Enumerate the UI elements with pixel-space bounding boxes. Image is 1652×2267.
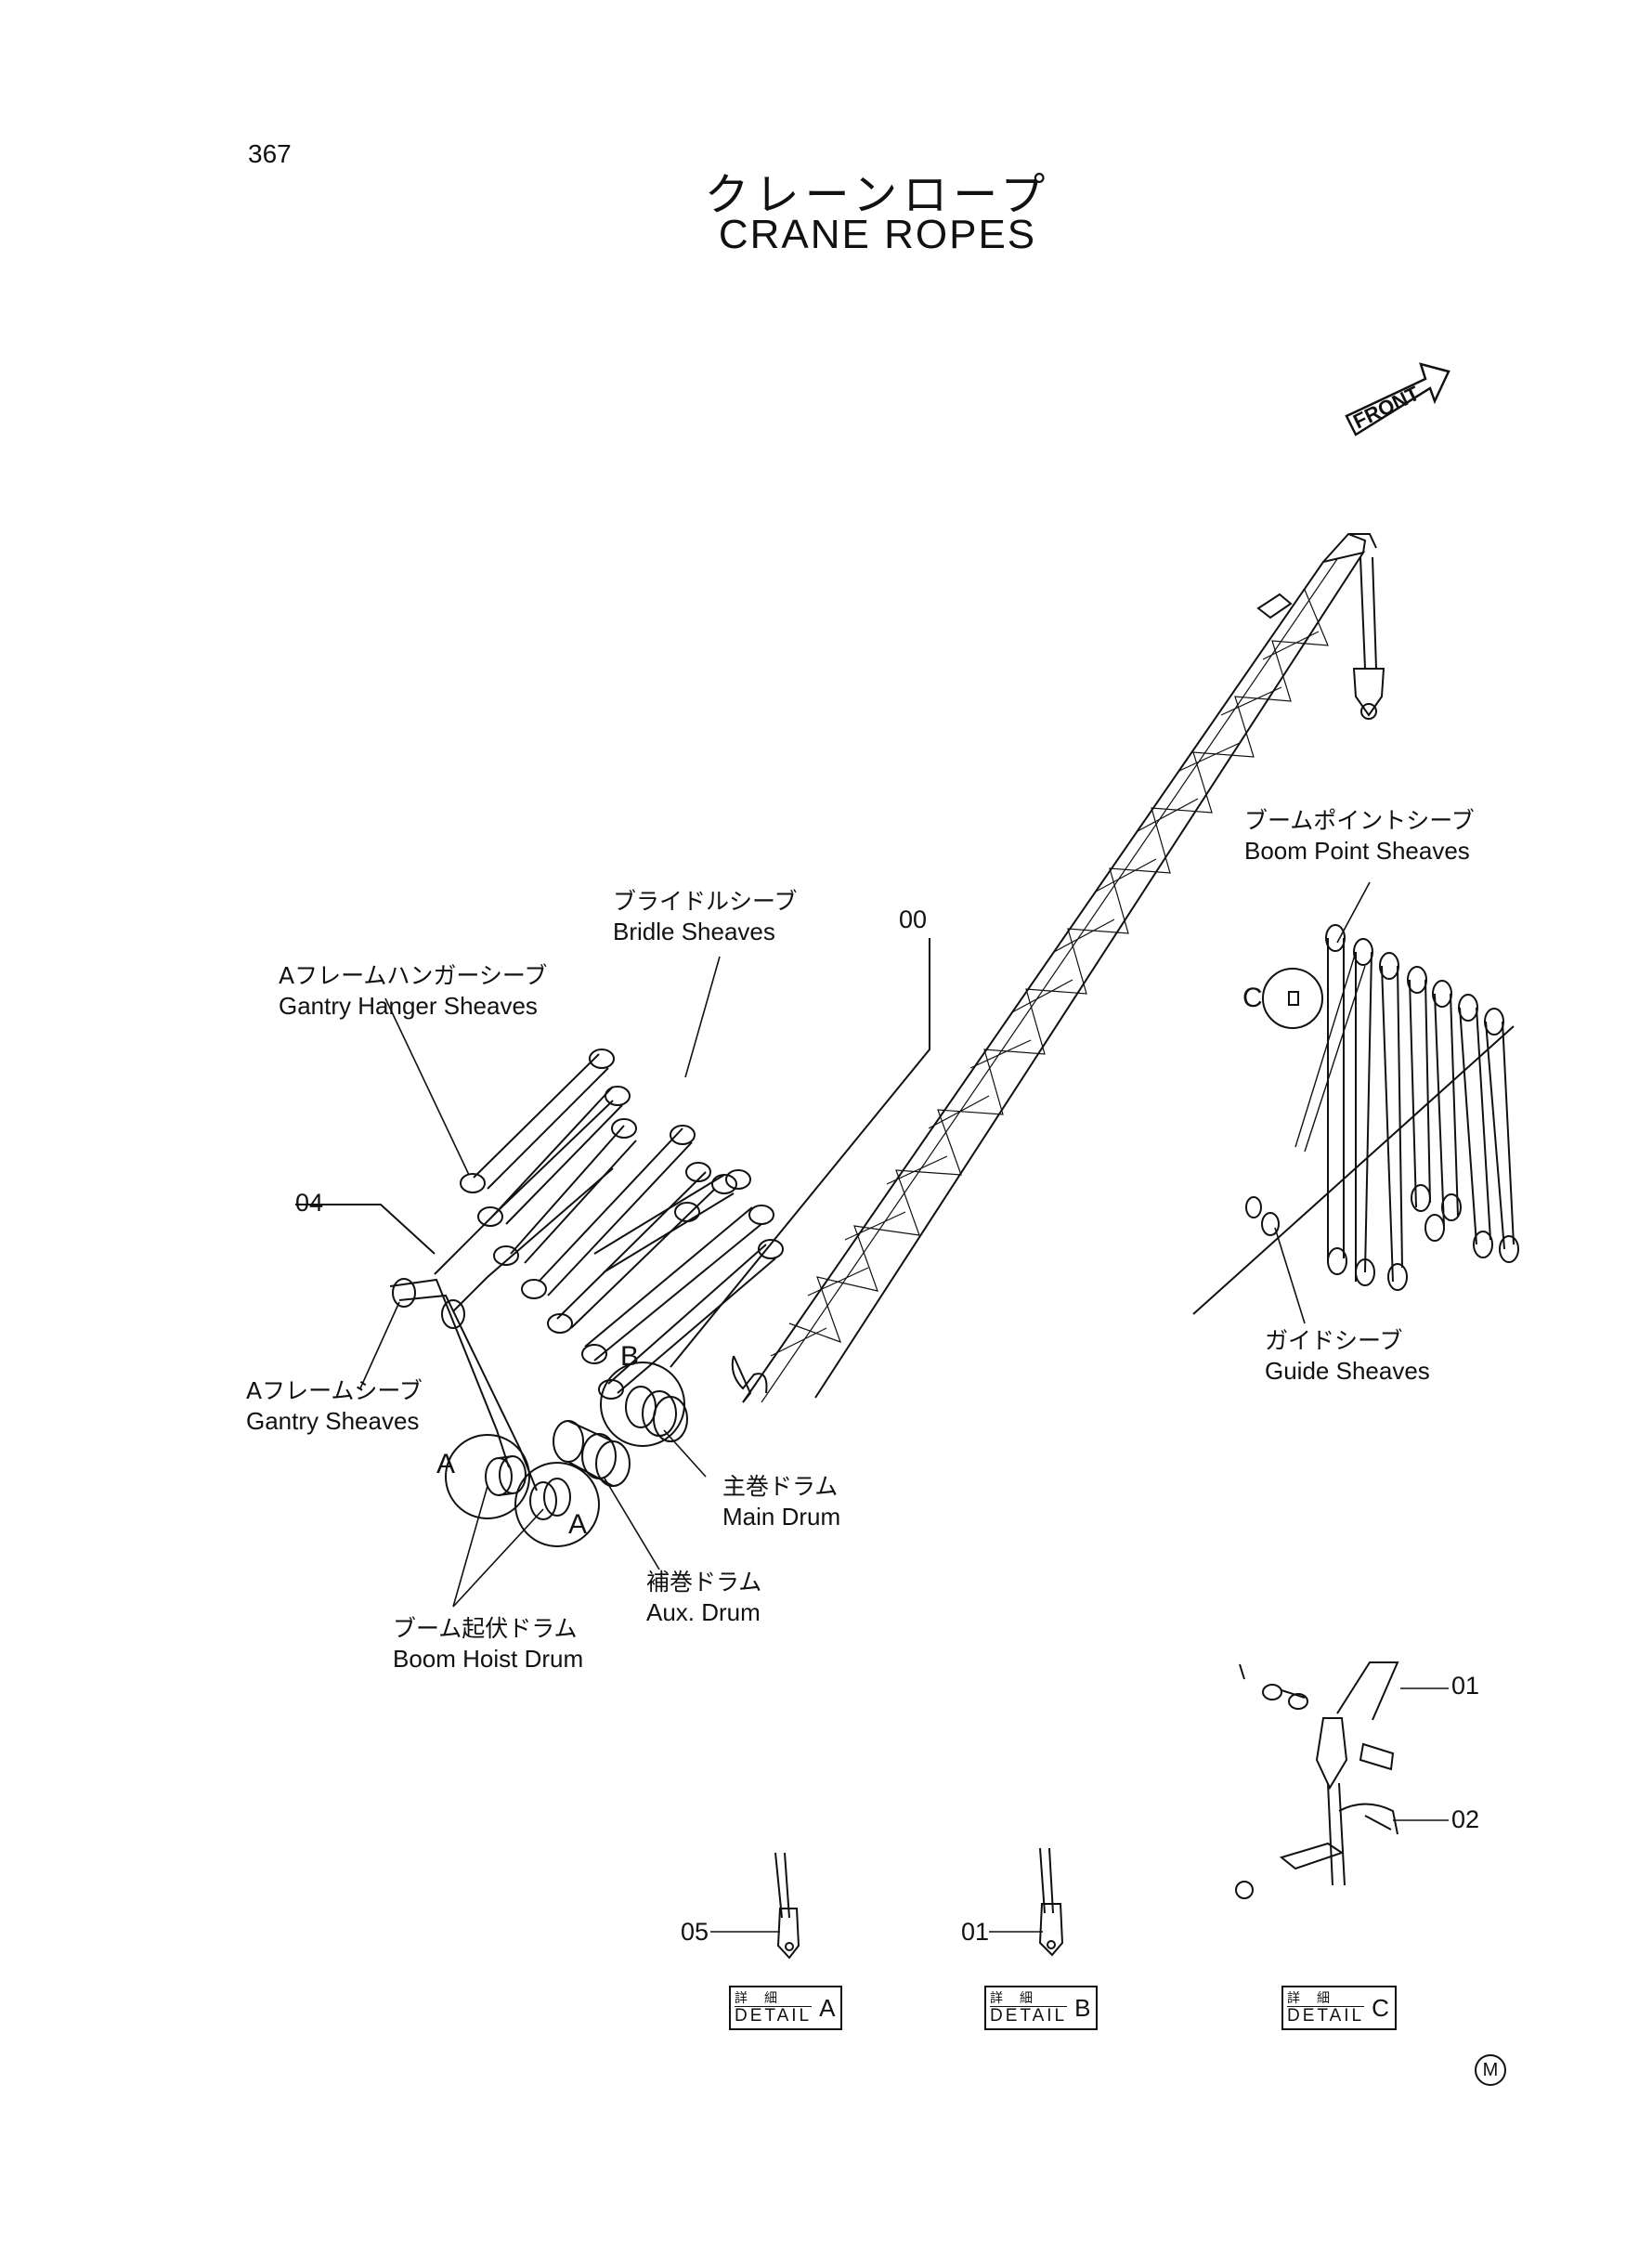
label-guide-sheaves-ja: ガイドシーブ bbox=[1265, 1327, 1403, 1354]
detail-c-drawing bbox=[1235, 1661, 1449, 1899]
label-guide-sheaves-en: Guide Sheaves bbox=[1265, 1357, 1430, 1385]
label-bridle-sheaves-ja: ブライドルシーブ bbox=[613, 888, 798, 915]
aux-drum bbox=[553, 1420, 631, 1487]
leader-boom-rope bbox=[670, 938, 930, 1368]
detail-c-en: DETAIL bbox=[1287, 2005, 1365, 2026]
detail-c-ja: 詳細 bbox=[1287, 1990, 1346, 2006]
front-arrow-label: FRONT bbox=[1349, 382, 1424, 434]
boom-lattice bbox=[731, 532, 1385, 1403]
label-boom-hoist-drum-en: Boom Hoist Drum bbox=[393, 1645, 584, 1673]
boom-hoist-drum-a bbox=[445, 1434, 530, 1519]
detail-b-letter: B bbox=[1074, 1993, 1091, 2022]
detail-c-letter: C bbox=[1372, 1993, 1389, 2022]
leader-gantry-rope bbox=[295, 1204, 436, 1255]
detail-box-a: 詳細 DETAIL A bbox=[729, 1986, 843, 2030]
label-gantry-sheaves-ja: Aフレームシーブ bbox=[246, 1377, 423, 1404]
part-code-boom-rope: 00 bbox=[899, 905, 928, 933]
label-main-drum-en: Main Drum bbox=[722, 1503, 841, 1531]
detail-box-c: 詳細 DETAIL C bbox=[1281, 1986, 1397, 2030]
label-gantry-hanger-sheaves: Aフレームハンガーシーブ Gantry Hanger Sheaves bbox=[279, 961, 547, 1021]
label-gantry-sheaves-en: Gantry Sheaves bbox=[246, 1407, 420, 1435]
page-title-ja: クレーンロープ bbox=[704, 169, 1051, 221]
guide-sheave-1 bbox=[1245, 1196, 1262, 1218]
callout-letter-a-1: A bbox=[436, 1449, 456, 1479]
detail-c-callout bbox=[1262, 968, 1323, 1029]
front-arrow-icon: FRONT bbox=[1345, 362, 1450, 436]
page-number: 367 bbox=[248, 139, 292, 168]
detail-a-ja: 詳細 bbox=[735, 1990, 794, 2006]
label-main-drum-ja: 主巻ドラム bbox=[722, 1473, 839, 1500]
label-guide-sheaves: ガイドシーブ Guide Sheaves bbox=[1265, 1326, 1430, 1386]
label-gantry-sheaves: Aフレームシーブ Gantry Sheaves bbox=[246, 1376, 423, 1436]
detail-box-b: 詳細 DETAIL B bbox=[984, 1986, 1099, 2030]
callout-letter-c: C bbox=[1242, 983, 1263, 1013]
label-boom-point-sheaves: ブームポイントシーブ Boom Point Sheaves bbox=[1244, 806, 1475, 866]
main-drum-b bbox=[600, 1362, 688, 1447]
callout-letter-a-2: A bbox=[568, 1509, 588, 1540]
label-boom-hoist-drum: ブーム起伏ドラム Boom Hoist Drum bbox=[393, 1614, 583, 1674]
detail-b-ja: 詳細 bbox=[990, 1990, 1049, 2006]
detail-a-en: DETAIL bbox=[735, 2005, 813, 2026]
detail-a-drawing bbox=[710, 1852, 800, 1960]
label-main-drum: 主巻ドラム Main Drum bbox=[722, 1472, 840, 1531]
part-code-detail-a: 05 bbox=[681, 1918, 709, 1946]
part-code-detail-b: 01 bbox=[961, 1918, 990, 1946]
label-aux-drum-en: Aux. Drum bbox=[646, 1598, 761, 1626]
callout-letter-b: B bbox=[620, 1341, 640, 1372]
label-boom-point-sheaves-ja: ブームポイントシーブ bbox=[1244, 807, 1475, 834]
label-aux-drum-ja: 補巻ドラム bbox=[646, 1569, 762, 1596]
sheave-rope-bundle-left bbox=[460, 1049, 784, 1400]
label-bridle-sheaves: ブライドルシーブ Bridle Sheaves bbox=[613, 887, 798, 946]
guide-sheave-2 bbox=[1261, 1212, 1280, 1236]
label-boom-hoist-drum-ja: ブーム起伏ドラム bbox=[393, 1615, 578, 1642]
detail-b-drawing bbox=[989, 1847, 1064, 1957]
label-leaders bbox=[359, 881, 1371, 1608]
part-code-detail-c-2: 02 bbox=[1451, 1805, 1480, 1833]
detail-b-en: DETAIL bbox=[990, 2005, 1068, 2026]
label-bridle-sheaves-en: Bridle Sheaves bbox=[613, 918, 775, 945]
corner-mark: M bbox=[1475, 2054, 1506, 2086]
boom-point-sheaves bbox=[1192, 924, 1519, 1315]
detail-a-letter: A bbox=[819, 1993, 836, 2022]
label-gantry-hanger-sheaves-en: Gantry Hanger Sheaves bbox=[279, 992, 538, 1020]
label-gantry-hanger-sheaves-ja: Aフレームハンガーシーブ bbox=[279, 962, 548, 989]
label-boom-point-sheaves-en: Boom Point Sheaves bbox=[1244, 837, 1470, 865]
label-aux-drum: 補巻ドラム Aux. Drum bbox=[646, 1568, 761, 1627]
part-code-gantry-rope: 04 bbox=[295, 1189, 324, 1217]
boom-hoist-drum-a-second bbox=[514, 1462, 600, 1547]
part-code-detail-c-1: 01 bbox=[1451, 1672, 1480, 1700]
page-title-en: CRANE ROPES bbox=[718, 212, 1037, 257]
